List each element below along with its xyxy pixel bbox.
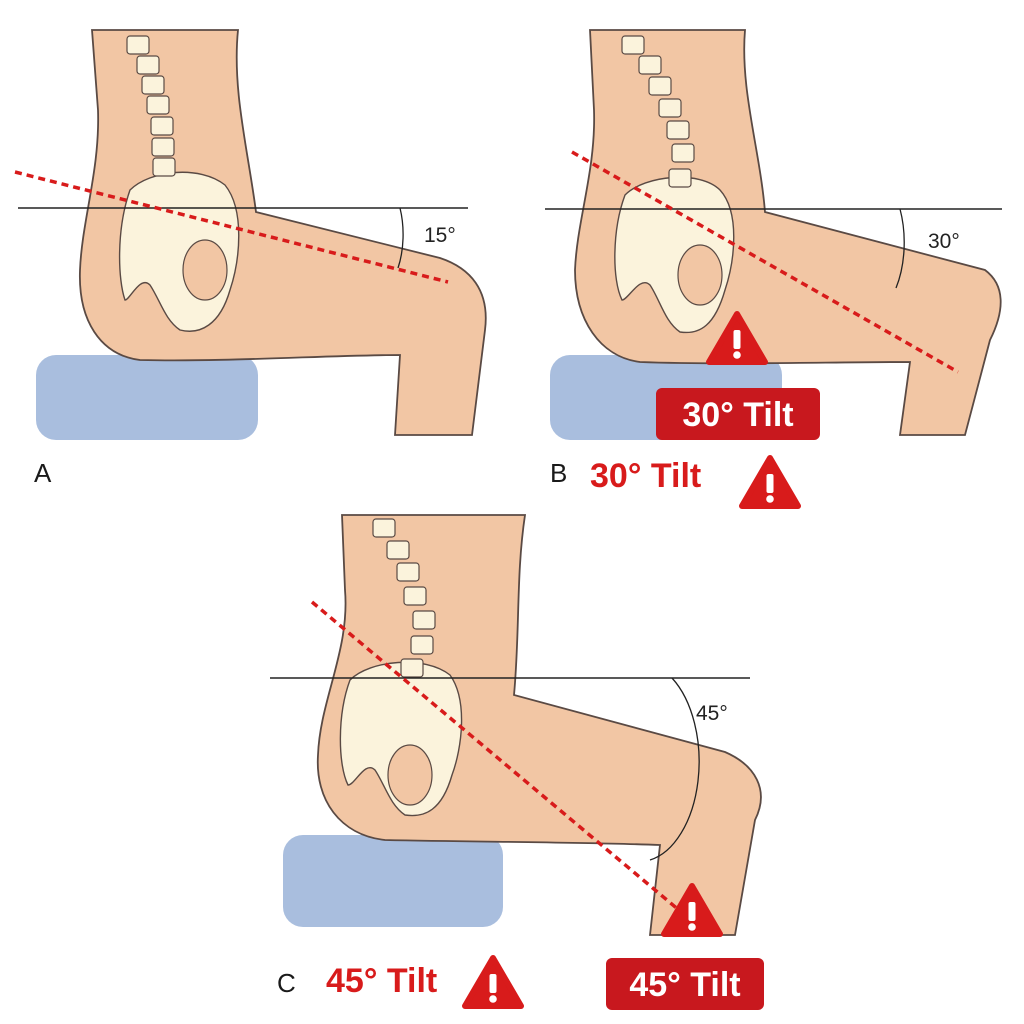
warning-triangle-icon [465, 958, 521, 1006]
cushion [36, 355, 258, 440]
tilt-line [310, 600, 688, 918]
cushion [283, 835, 503, 927]
angle-label: 30° [928, 230, 960, 253]
tilt-badge: 30° Tilt [656, 388, 820, 440]
panel-letter: C [277, 968, 296, 998]
tilt-label: 45° Tilt [326, 962, 437, 1000]
badge-label: 30° Tilt [682, 396, 793, 434]
warning-triangle-icon [742, 458, 798, 506]
panel-b: 30° 30° Tilt B 30° Tilt [545, 29, 1002, 506]
body-silhouette [79, 29, 487, 436]
tilt-line [571, 150, 959, 374]
panel-a: 15° A [14, 29, 487, 488]
angle-arc [895, 208, 905, 289]
tilt-label: 30° Tilt [590, 457, 701, 495]
angle-arc [397, 207, 404, 269]
angle-label: 15° [424, 224, 456, 247]
panel-letter: B [550, 458, 567, 488]
panel-letter: A [34, 458, 52, 488]
badge-label: 45° Tilt [629, 966, 740, 1004]
tilt-line [14, 170, 449, 284]
panel-c: 45° 45° Tilt C 45° Tilt [270, 514, 764, 1010]
angle-label: 45° [696, 702, 728, 725]
angle-arc [649, 677, 700, 861]
tilt-badge: 45° Tilt [606, 958, 764, 1010]
